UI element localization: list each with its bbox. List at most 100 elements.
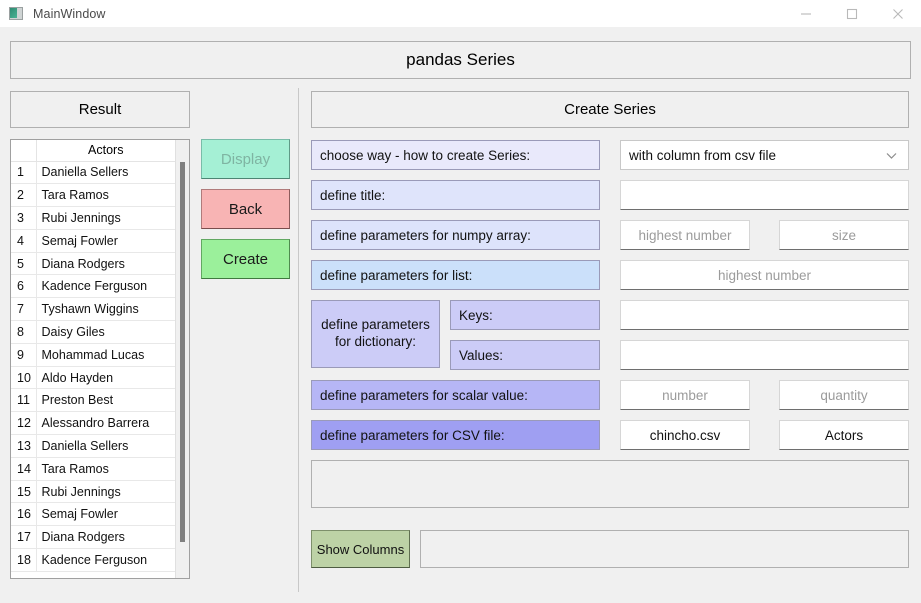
table-cell-actor: Diana Rodgers	[36, 525, 175, 550]
dictionary-keys-input[interactable]	[620, 300, 909, 330]
label-scalar-value: define parameters for scalar value:	[311, 380, 600, 410]
table-cell-index: 17	[11, 525, 37, 550]
table-cell-actor: Alessandro Barrera	[36, 411, 175, 436]
columns-field[interactable]	[420, 530, 909, 568]
way-select[interactable]: with column from csv file	[620, 140, 909, 170]
table-cell-index: 15	[11, 480, 37, 504]
dictionary-values-input[interactable]	[620, 340, 909, 370]
csv-file-input[interactable]: chincho.csv	[620, 420, 750, 450]
table-cell-index: 2	[11, 183, 37, 208]
table-cell-actor: Mohammad Lucas	[36, 343, 175, 367]
table-cell-actor: Daniella Sellers	[36, 434, 175, 458]
way-select-value: with column from csv file	[629, 147, 777, 163]
label-list: define parameters for list:	[311, 260, 600, 290]
result-header: Result	[10, 91, 190, 128]
maximize-icon[interactable]	[829, 0, 875, 27]
table-cell-index: 18	[11, 548, 37, 572]
csv-column-value: Actors	[824, 427, 864, 443]
show-columns-button[interactable]: Show Columns	[311, 530, 410, 568]
table-scrollbar-thumb[interactable]	[180, 162, 185, 542]
table-cell-actor: Preston Best	[36, 388, 175, 413]
scalar-number-input[interactable]: number	[620, 380, 750, 410]
label-dictionary-line1: define parameters	[321, 317, 430, 333]
label-csv-file: define parameters for CSV file:	[311, 420, 600, 450]
table-cell-index: 10	[11, 366, 37, 390]
table-header-actors: Actors	[36, 140, 175, 162]
minimize-icon[interactable]	[783, 0, 829, 27]
table-cell-actor: Tara Ramos	[36, 457, 175, 481]
label-keys: Keys:	[450, 300, 600, 330]
back-button[interactable]: Back	[201, 189, 290, 229]
table-scrollbar-track[interactable]	[175, 140, 189, 578]
table-header-row: Actors	[11, 140, 175, 162]
table-cell-index: 6	[11, 274, 37, 299]
display-button[interactable]: Display	[201, 139, 290, 179]
label-dictionary-line2: for dictionary:	[334, 334, 417, 349]
label-choose-way: choose way - how to create Series:	[311, 140, 600, 170]
title-bar: MainWindow	[0, 0, 921, 27]
table-cell-actor: Daisy Giles	[36, 320, 175, 344]
table-cell-index: 3	[11, 206, 37, 230]
table-cell-actor: Tara Ramos	[36, 183, 175, 208]
csv-column-input[interactable]: Actors	[779, 420, 909, 450]
window-title: MainWindow	[33, 6, 106, 21]
table-cell-actor: Semaj Fowler	[36, 229, 175, 253]
table-header-index	[11, 140, 37, 162]
table-cell-actor: Kadence Ferguson	[36, 274, 175, 299]
scalar-quantity-input[interactable]: quantity	[779, 380, 909, 410]
table-cell-index: 9	[11, 343, 37, 367]
table-cell-actor: Diana Rodgers	[36, 252, 175, 276]
scalar-number-placeholder: number	[662, 387, 708, 403]
numpy-highest-number-placeholder: highest number	[638, 227, 732, 243]
table-cell-actor: Kadence Ferguson	[36, 548, 175, 572]
table-cell-index: 5	[11, 252, 37, 276]
table-cell-actor: Semaj Fowler	[36, 502, 175, 527]
label-dictionary: define parameters for dictionary:	[311, 300, 440, 368]
table-cell-index: 8	[11, 320, 37, 344]
table-cell-index: 14	[11, 457, 37, 481]
table-cell-index: 11	[11, 388, 37, 413]
table-cell-index: 7	[11, 297, 37, 322]
list-highest-number-input[interactable]: highest number	[620, 260, 909, 290]
csv-file-value: chincho.csv	[649, 427, 721, 443]
create-button[interactable]: Create	[201, 239, 290, 279]
label-numpy-array: define parameters for numpy array:	[311, 220, 600, 250]
table-cell-index: 1	[11, 161, 37, 185]
close-icon[interactable]	[875, 0, 921, 27]
app-window-icon	[9, 7, 23, 20]
label-define-title: define title:	[311, 180, 600, 210]
scalar-quantity-placeholder: quantity	[820, 387, 868, 403]
table-cell-actor: Rubi Jennings	[36, 206, 175, 230]
numpy-highest-number-input[interactable]: highest number	[620, 220, 750, 250]
table-cell-actor: Tyshawn Wiggins	[36, 297, 175, 322]
numpy-size-input[interactable]: size	[779, 220, 909, 250]
table-cell-actor: Aldo Hayden	[36, 366, 175, 390]
chevron-down-icon	[886, 148, 897, 163]
table-cell-actor: Rubi Jennings	[36, 480, 175, 504]
label-values: Values:	[450, 340, 600, 370]
create-series-header: Create Series	[311, 91, 909, 128]
table-cell-actor: Daniella Sellers	[36, 161, 175, 185]
title-input[interactable]	[620, 180, 909, 210]
table-cell-index: 13	[11, 434, 37, 458]
table-cell-index: 16	[11, 502, 37, 527]
